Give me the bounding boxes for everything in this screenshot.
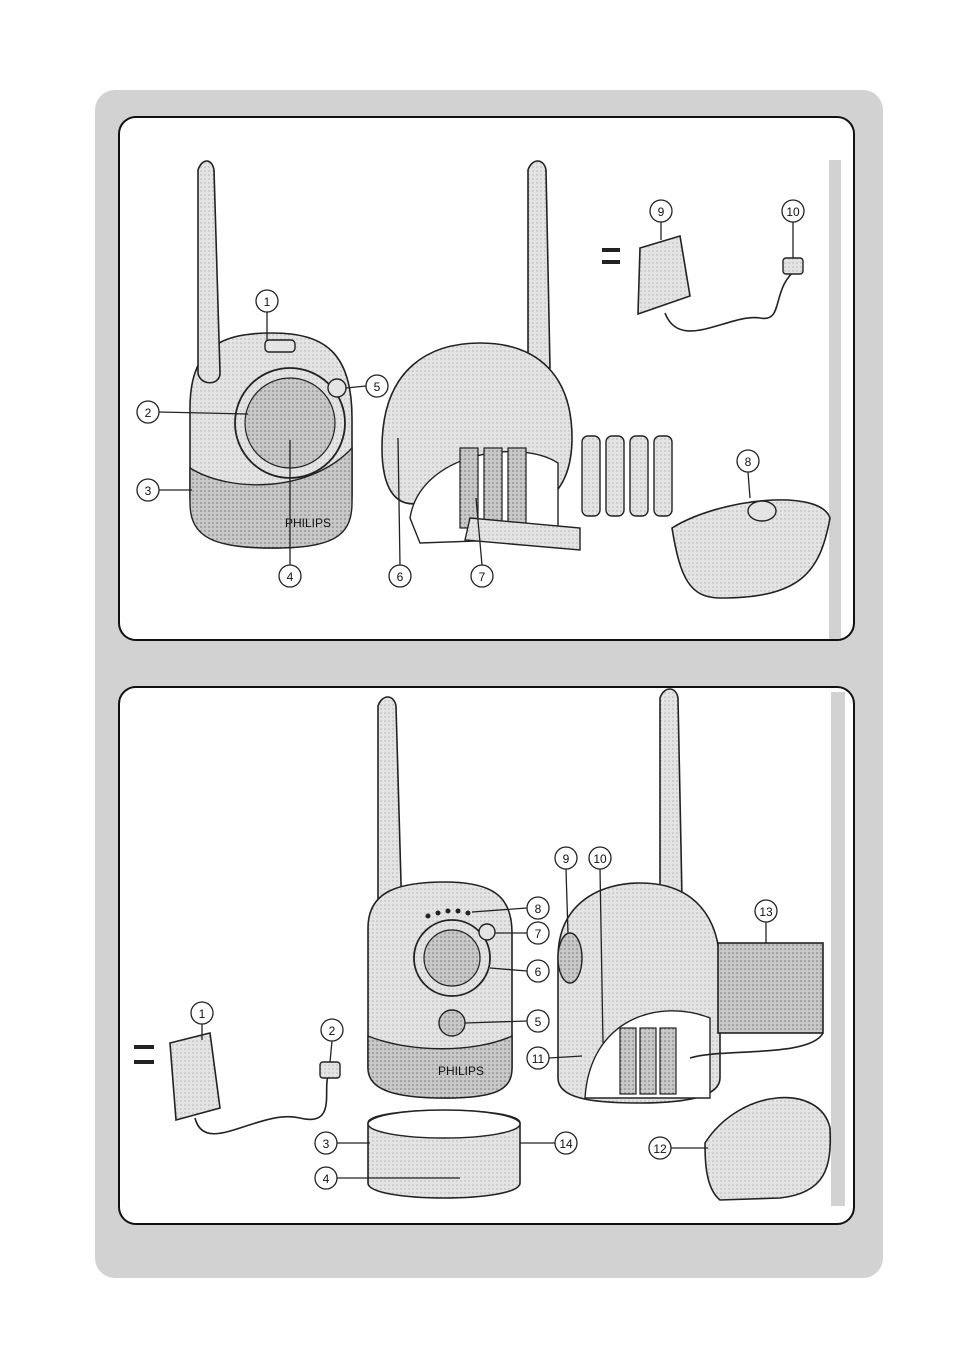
antenna-icon bbox=[660, 689, 682, 898]
svg-text:8: 8 bbox=[535, 902, 542, 916]
brand-label: PHILIPS bbox=[285, 516, 331, 530]
svg-text:14: 14 bbox=[559, 1137, 573, 1151]
svg-text:6: 6 bbox=[397, 570, 404, 584]
svg-text:7: 7 bbox=[479, 570, 486, 584]
svg-text:3: 3 bbox=[323, 1137, 330, 1151]
svg-text:5: 5 bbox=[374, 380, 381, 394]
svg-text:9: 9 bbox=[658, 205, 665, 219]
svg-text:9: 9 bbox=[563, 852, 570, 866]
svg-text:2: 2 bbox=[329, 1024, 336, 1038]
baby-unit-diagram: PHILIPS 1 2 3 4 5 6 bbox=[120, 118, 855, 641]
battery-icon bbox=[654, 436, 672, 516]
svg-text:1: 1 bbox=[199, 1007, 206, 1021]
battery-icon bbox=[582, 436, 600, 516]
svg-text:10: 10 bbox=[786, 205, 800, 219]
svg-text:1: 1 bbox=[264, 295, 271, 309]
charger-base bbox=[368, 1110, 520, 1198]
battery-icon bbox=[606, 436, 624, 516]
svg-text:11: 11 bbox=[532, 1052, 545, 1066]
svg-text:13: 13 bbox=[759, 905, 773, 919]
svg-text:5: 5 bbox=[535, 1015, 542, 1029]
svg-text:7: 7 bbox=[535, 927, 542, 941]
parent-unit-diagram: PHILIPS 1 2 3 4 5 6 7 8 9 10 11 bbox=[120, 688, 855, 1225]
svg-text:2: 2 bbox=[145, 406, 152, 420]
svg-text:4: 4 bbox=[323, 1172, 330, 1186]
svg-text:3: 3 bbox=[145, 484, 152, 498]
svg-text:6: 6 bbox=[535, 965, 542, 979]
brand-label: PHILIPS bbox=[438, 1064, 484, 1078]
battery-icon bbox=[630, 436, 648, 516]
baby-unit-panel: PHILIPS 1 2 3 4 5 6 bbox=[118, 116, 855, 641]
svg-text:12: 12 bbox=[653, 1142, 667, 1156]
antenna-icon bbox=[528, 161, 550, 368]
svg-text:4: 4 bbox=[287, 570, 294, 584]
svg-text:10: 10 bbox=[593, 852, 607, 866]
svg-text:8: 8 bbox=[745, 455, 752, 469]
parent-unit-panel: PHILIPS 1 2 3 4 5 6 7 8 9 10 11 bbox=[118, 686, 855, 1225]
